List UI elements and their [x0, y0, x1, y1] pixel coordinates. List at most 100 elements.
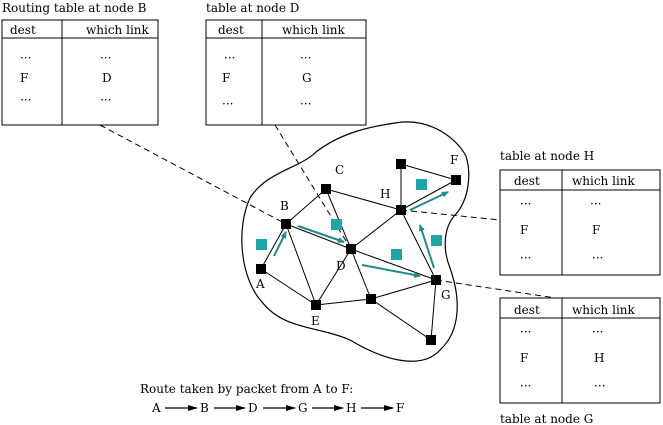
- node-g: [431, 275, 441, 285]
- link-a-e: [260, 268, 317, 306]
- table-g-row-3-link: ···: [594, 379, 605, 393]
- node-s: [426, 335, 436, 345]
- node-label-e: E: [311, 314, 320, 328]
- node-labels: A B C D E F G H: [255, 153, 458, 328]
- node-f: [451, 175, 461, 185]
- link-h-f: [400, 179, 457, 211]
- node-d: [346, 244, 356, 254]
- table-b-header-dest: dest: [10, 23, 36, 37]
- link-g-s: [430, 279, 437, 341]
- node-label-h: H: [380, 187, 390, 201]
- link-d-e: [315, 248, 352, 306]
- table-frame-g: [499, 297, 661, 404]
- node-b: [281, 219, 291, 229]
- node-e: [311, 300, 321, 310]
- route-hop-0: A: [151, 401, 161, 415]
- link-r-g: [370, 279, 437, 300]
- routing-table-d: table at node D dest which link ··· ··· …: [205, 1, 367, 126]
- table-h-row-1-dest: ···: [520, 197, 531, 211]
- route-caption: Route taken by packet from A to F:: [140, 382, 353, 396]
- packet-near-g: [431, 235, 442, 246]
- link-d-h: [350, 209, 402, 250]
- node-r: [366, 294, 376, 304]
- route-arrow-a-b: [273, 231, 287, 257]
- table-b-row-1-link: ···: [100, 51, 111, 65]
- node-c: [321, 184, 331, 194]
- route-hop-1: B: [200, 401, 209, 415]
- node-label-f: F: [450, 153, 458, 167]
- link-d-r: [350, 248, 372, 300]
- route-hop-4: H: [346, 401, 356, 415]
- table-leaders: [99, 124, 557, 299]
- table-d-header-link: which link: [282, 23, 346, 37]
- leader-table-h: [400, 209, 501, 221]
- leader-table-g: [435, 279, 557, 299]
- route-arrows: [273, 191, 449, 278]
- table-h-row-1-link: ···: [590, 197, 601, 211]
- table-d-row-1-dest: ···: [224, 51, 235, 65]
- table-d-header-dest: dest: [218, 23, 244, 37]
- link-g-h: [400, 209, 437, 281]
- table-frame-b: [1, 19, 159, 126]
- table-frame-h: [499, 169, 661, 276]
- table-b-row-2-link: D: [102, 71, 112, 85]
- link-p-f: [400, 163, 457, 181]
- link-b-c: [285, 188, 327, 225]
- node-label-d: D: [336, 259, 346, 273]
- route-hop-5: F: [396, 401, 404, 415]
- route-hop-2: D: [248, 401, 258, 415]
- table-title-h: table at node H: [500, 149, 594, 163]
- table-g-header-link: which link: [572, 303, 636, 317]
- table-h-row-3-dest: ···: [520, 251, 531, 265]
- table-h-header-link: which link: [572, 174, 636, 188]
- route-arrow-g-h: [419, 224, 435, 269]
- link-r-s: [370, 298, 432, 341]
- node-label-a: A: [255, 277, 265, 291]
- route-arrow-h-f: [409, 191, 449, 211]
- link-c-h: [325, 188, 402, 211]
- node-label-c: C: [335, 163, 344, 177]
- packet-near-d: [391, 249, 402, 260]
- link-e-r: [315, 298, 372, 306]
- network-links: [260, 163, 457, 341]
- table-d-row-2-link: G: [302, 71, 312, 85]
- table-g-row-1-link: ···: [592, 325, 603, 339]
- table-title-g: table at node G: [500, 412, 593, 425]
- table-d-row-3-dest: ···: [222, 97, 233, 111]
- table-d-row-1-link: ···: [300, 51, 311, 65]
- route-arrow-b-d: [297, 225, 345, 243]
- node-label-b: B: [280, 199, 289, 213]
- table-g-row-1-dest: ···: [520, 325, 531, 339]
- table-b-row-3-dest: ···: [20, 93, 31, 107]
- table-g-row-2-link: H: [594, 351, 604, 365]
- table-g-header-dest: dest: [514, 303, 540, 317]
- network-cloud: [241, 121, 470, 362]
- routing-table-h: table at node H dest which link ··· ··· …: [499, 149, 661, 276]
- table-title-d: table at node D: [206, 1, 299, 15]
- node-h: [396, 205, 406, 215]
- packet-near-a: [256, 239, 267, 250]
- route-sequence: A B D G H F: [151, 401, 404, 415]
- table-frame-d: [205, 19, 367, 126]
- table-b-row-1-dest: ···: [20, 51, 31, 65]
- table-h-row-2-dest: F: [520, 223, 528, 237]
- packet-near-h: [416, 179, 427, 190]
- network-nodes: [256, 159, 461, 345]
- table-b-header-link: which link: [86, 23, 150, 37]
- node-a: [256, 264, 266, 274]
- table-h-row-2-link: F: [592, 223, 600, 237]
- link-b-d: [285, 223, 352, 250]
- node-p: [396, 159, 406, 169]
- routing-table-b: Routing table at node B dest which link …: [1, 1, 159, 126]
- table-g-row-2-dest: F: [520, 351, 528, 365]
- packets: [256, 179, 442, 260]
- table-g-row-3-dest: ···: [520, 379, 531, 393]
- table-h-header-dest: dest: [514, 174, 540, 188]
- table-d-row-3-link: ···: [300, 97, 311, 111]
- table-b-row-2-dest: F: [20, 71, 28, 85]
- link-d-g: [350, 248, 437, 281]
- route-hop-3: G: [298, 401, 308, 415]
- table-d-row-2-dest: F: [222, 71, 230, 85]
- link-b-e: [285, 223, 317, 306]
